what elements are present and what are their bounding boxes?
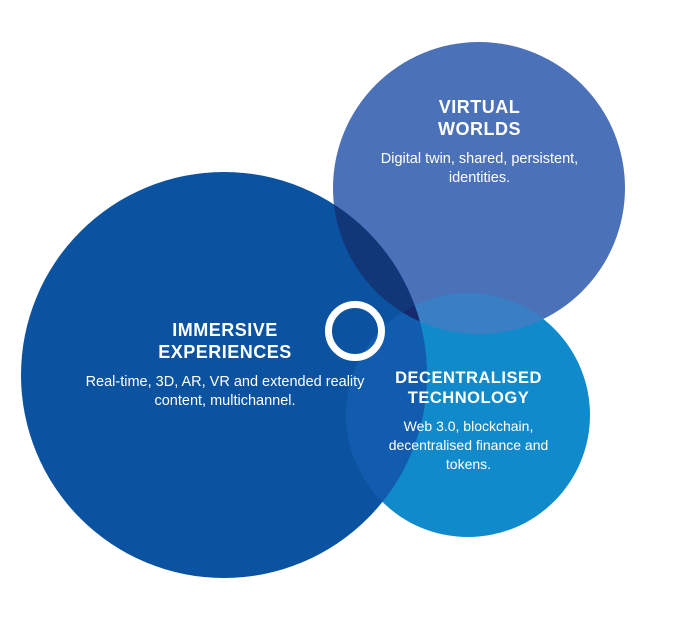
center-highlight-ring-icon [325,301,385,361]
circle-immersive-experiences [21,172,427,578]
circle-virtual-worlds [333,42,625,334]
